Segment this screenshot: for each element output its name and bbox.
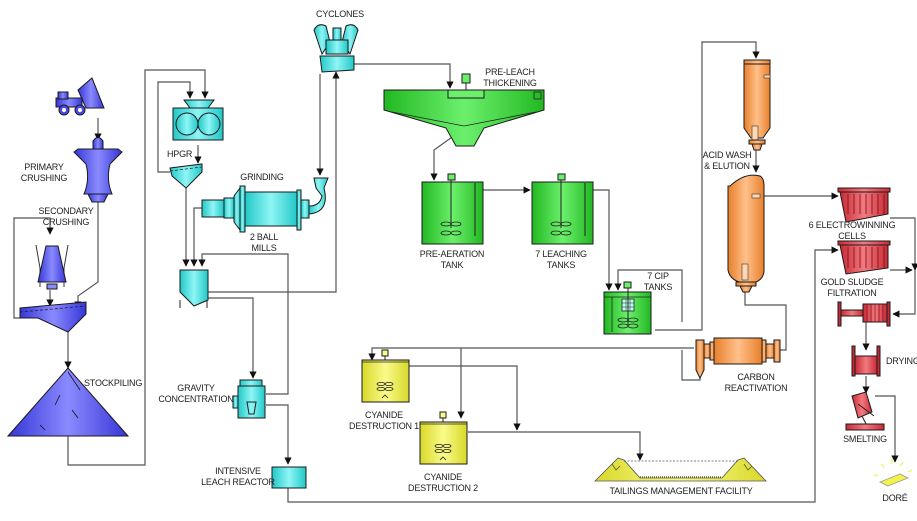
haul-truck-icon [55,77,105,116]
pipe-stockpile-to-hpgr [67,69,209,466]
leaching-tank-icon [531,173,594,245]
intensive-leach-reactor-icon [271,466,307,489]
acid-wash-column-icon [743,59,771,151]
cyanide-destruction-tank-2-icon [419,411,468,465]
label-pre-leach-1: PRE-LEACH [485,67,535,77]
label-smelting: SMELTING [843,434,887,444]
label-cip-2: TANKS [644,282,673,292]
label-primary-crushing-1: PRIMARY [24,162,64,172]
label-secondary-crushing-2: CRUSHING [43,217,90,227]
secondary-crusher-icon [35,244,69,290]
smelting-furnace-icon [845,391,885,431]
label-secondary-crushing-1: SECONDARY [38,206,93,216]
pipe-cyclones-to-thickener [350,63,454,89]
drying-oven-icon [851,345,881,377]
carbon-reactivation-kiln-icon [695,337,781,380]
hpgr-icon [172,99,224,141]
label-cip-1: 7 CIP [647,271,669,281]
label-cyanide-1-1: CYANIDE [365,410,403,420]
label-cyanide-2-1: CYANIDE [424,472,462,482]
elution-column-icon [727,174,765,293]
label-acid-wash-2: & ELUTION [704,161,750,171]
label-gravity-concentration-1: GRAVITY [177,383,215,393]
label-leaching-2: TANKS [547,260,576,270]
label-carbon-reactivation-2: REACTIVATION [725,383,788,393]
primary-crusher-icon [73,137,123,203]
label-carbon-reactivation-1: CARBON [737,372,774,382]
pre-aeration-tank-icon [421,173,484,245]
pipe-cip-to-elution [655,41,760,331]
label-drying: DRYING [886,356,917,366]
electrowinning-cell-icon [837,240,891,275]
thickener-icon [383,73,545,147]
pipe-screen-recycle-hpgr [157,81,194,173]
cyclones-icon [313,24,359,73]
label-dore: DORÉ [882,493,907,503]
label-grinding: GRINDING [240,172,284,182]
sump-icon [179,269,209,308]
pipes [13,41,917,503]
stockpile-icon [6,367,130,437]
pipe-sump-to-cyclones [208,71,340,293]
label-pre-aeration-2: TANK [441,260,464,270]
label-electrowinning-2: CELLS [838,231,866,241]
pipe-ilr-to-electrowinning [287,246,839,503]
tailings-facility-icon [594,457,767,482]
label-pre-aeration-1: PRE-AERATION [420,249,484,259]
dore-bar-icon [873,459,913,487]
label-cyanide-1-2: DESTRUCTION 1 [349,421,419,431]
label-intensive-leach-2: LEACH REACTOR [201,477,275,487]
filter-press-icon [837,301,891,327]
pipe-to-filtration [892,270,916,318]
label-electrowinning-1: 6 ELECTROWINNING [809,220,896,230]
pipe-cyanide2-to-tailings [468,431,644,461]
pipe-mill-feed-to-sump [190,207,202,267]
label-gravity-concentration-2: CONCENTRATION [158,394,233,404]
label-primary-crushing-2: CRUSHING [21,173,68,183]
gravity-concentrator-icon [232,379,266,419]
pipe-smelting-to-dore [875,395,899,463]
pipe-primary-to-screen [74,200,99,309]
label-leaching-1: 7 LEACHING [535,249,587,259]
label-tailings: TAILINGS MANAGEMENT FACILITY [609,486,752,496]
label-gold-sludge-1: GOLD SLUDGE [821,277,884,287]
label-acid-wash-1: ACID WASH [703,150,752,160]
pipe-cyanide1-out [409,365,521,431]
pipe-gravity-to-ilr [266,404,292,465]
label-cyanide-2-2: DESTRUCTION 2 [408,483,478,493]
label-hpgr: HPGR [167,149,193,159]
pipe-thickener-to-preaeration [430,134,456,181]
pipe-cip-to-cyanide1 [368,347,694,361]
label-gold-sludge-2: FILTRATION [827,288,876,298]
pipe-ew1-to-merge [890,217,917,271]
label-ball-mills-2: MILLS [251,243,276,253]
label-stockpiling: STOCKPILING [84,378,142,388]
cyanide-destruction-tank-1-icon [361,349,410,403]
label-ball-mills-1: 2 BALL [250,232,279,242]
pipe-leaching-to-cip [592,189,613,291]
screen-icon [19,301,87,333]
pipe-sump-to-gravity [208,297,257,379]
label-pre-leach-2: THICKENING [483,78,537,88]
ball-mill-icon [201,177,329,233]
pipe-gravity-to-sump [198,253,289,395]
pipe-screen-to-secondary [13,217,54,319]
label-cyclones: CYCLONES [316,9,364,19]
pipe-carbon-return-to-cip [614,269,683,322]
hpgr-screen-icon [169,163,203,189]
electrowinning-cell-icon [837,187,891,223]
label-intensive-leach-1: INTENSIVE [215,466,261,476]
cip-tank-icon [603,281,652,335]
